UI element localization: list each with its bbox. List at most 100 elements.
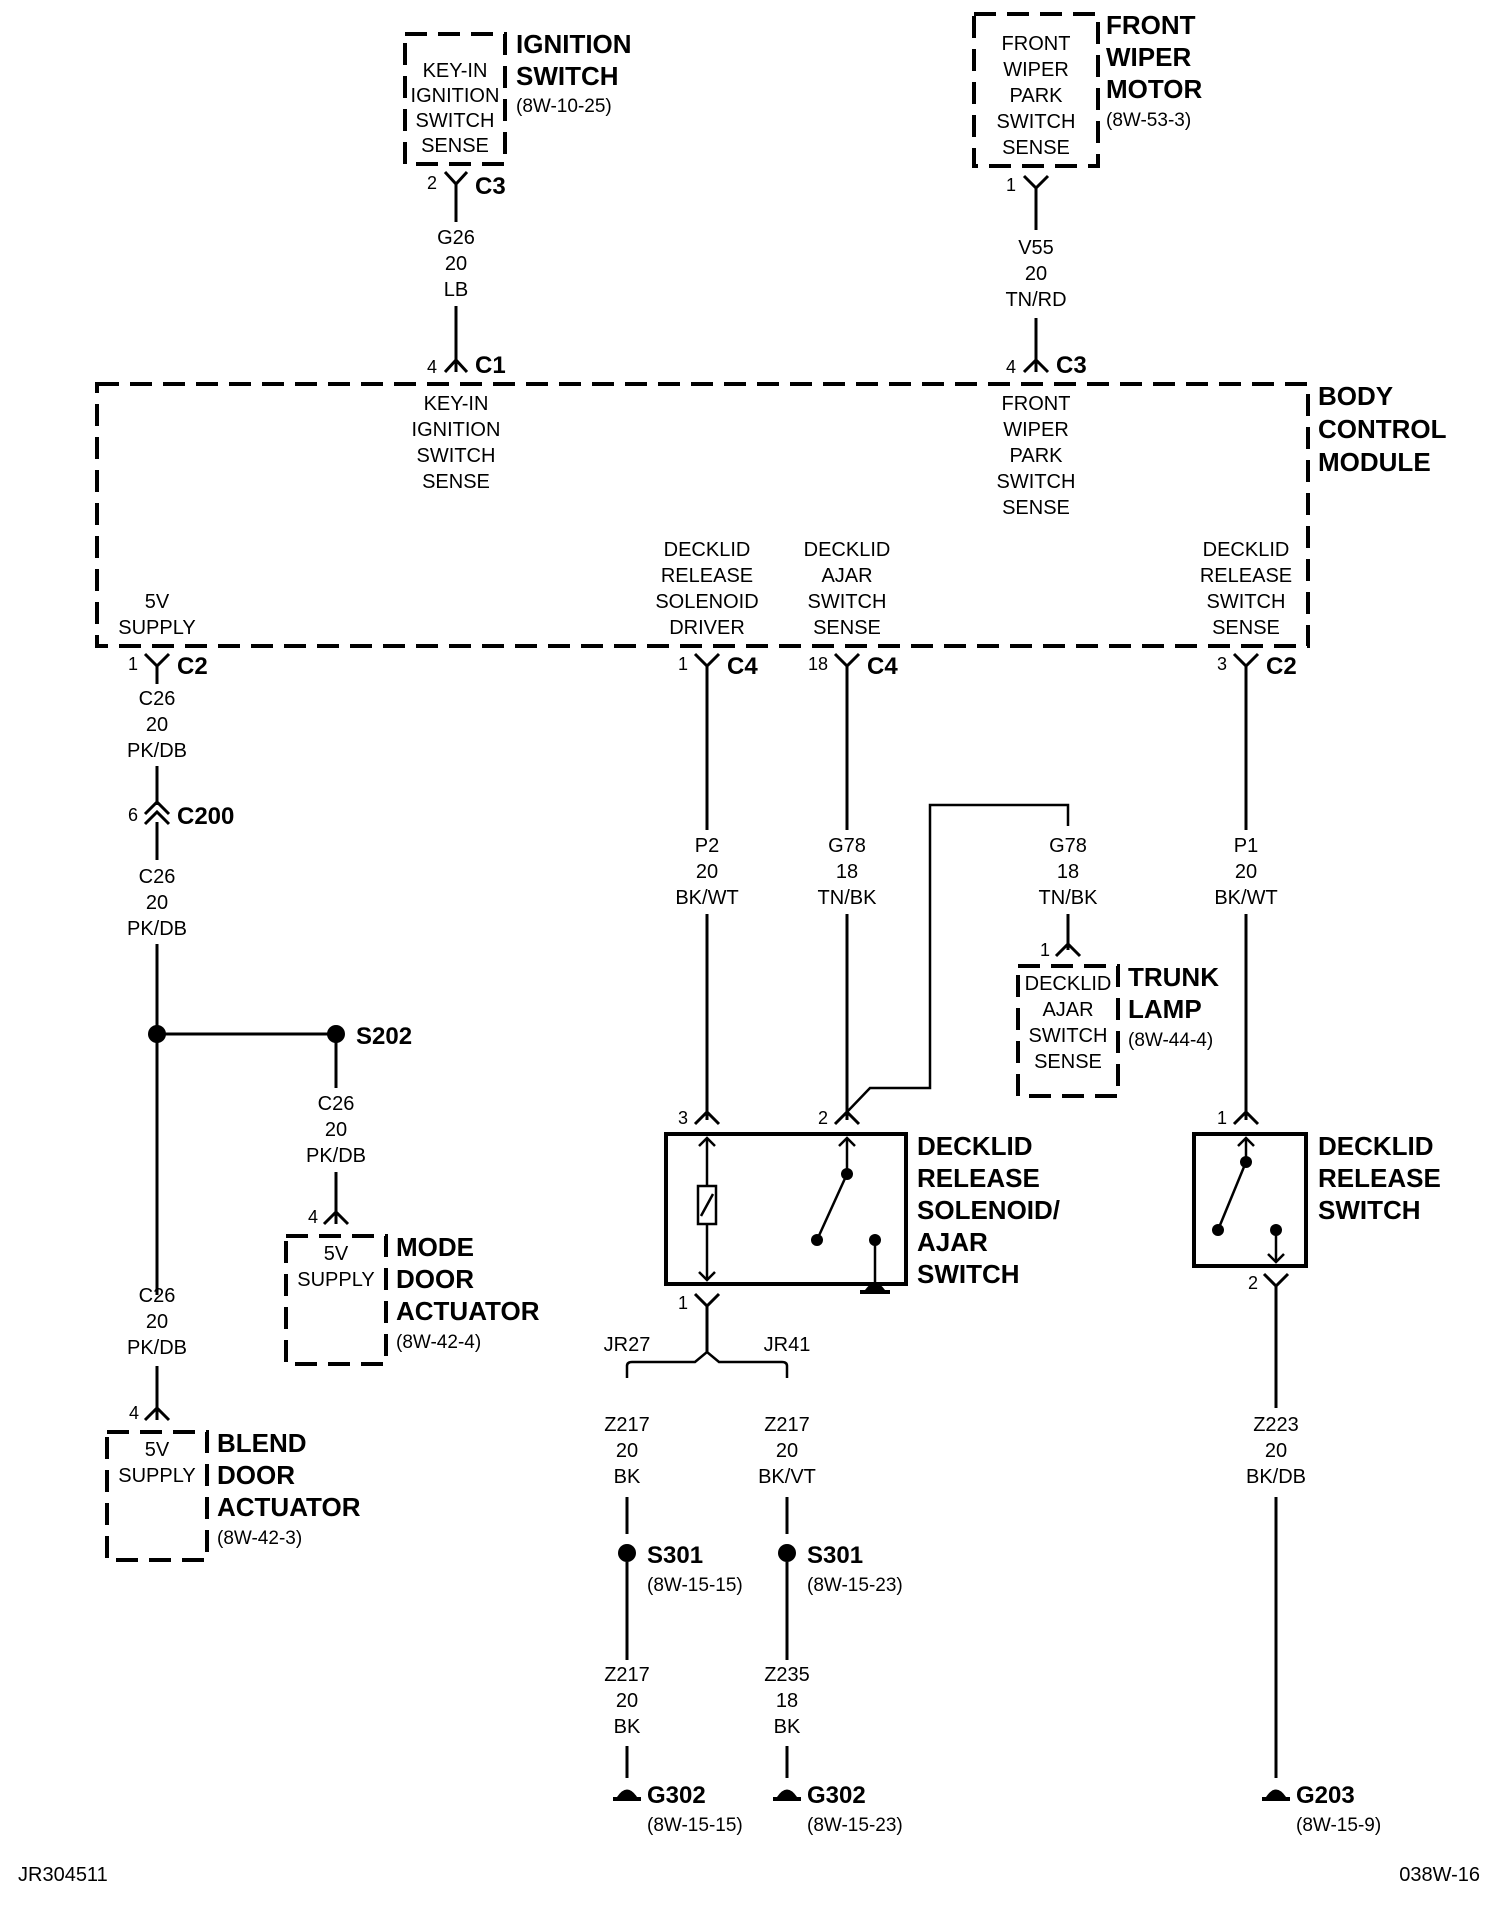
bcm-circuit-ajar-sense: DECKLID AJAR SWITCH SENSE (804, 539, 891, 639)
body-control-module: BODY CONTROL MODULE KEY-IN IGNITION SWIT… (95, 381, 1447, 648)
svg-text:DECKLID: DECKLID (1318, 1131, 1434, 1161)
svg-text:18: 18 (808, 654, 828, 674)
svg-text:(8W-15-9): (8W-15-9) (1296, 1815, 1381, 1836)
bcm-circuit-wiper: FRONT WIPER PARK SWITCH SENSE (997, 393, 1076, 519)
svg-text:20: 20 (445, 253, 467, 275)
branch-split: JR27 JR41 (604, 1334, 811, 1378)
connector-name: C3 (475, 173, 506, 200)
svg-text:3: 3 (678, 1108, 688, 1128)
svg-text:Z223: Z223 (1253, 1414, 1299, 1436)
svg-text:SENSE: SENSE (1002, 137, 1070, 159)
connector-trunk-pin1: 1 (1040, 940, 1082, 960)
svg-text:20: 20 (616, 1440, 638, 1462)
svg-text:1: 1 (678, 1293, 688, 1313)
switch-blade-icon (1216, 1161, 1248, 1231)
svg-text:RELEASE: RELEASE (1318, 1163, 1441, 1193)
ignition-switch-inside-2: IGNITION (411, 85, 500, 107)
svg-text:WIPER: WIPER (1003, 419, 1069, 441)
svg-text:AJAR: AJAR (917, 1227, 988, 1257)
bcm-circuit-release-sense: DECKLID RELEASE SWITCH SENSE (1200, 539, 1292, 639)
bcm-circuit-supply: 5V SUPPLY (118, 591, 195, 639)
svg-text:C2: C2 (177, 653, 208, 680)
svg-text:TN/BK: TN/BK (1039, 887, 1099, 909)
svg-text:SWITCH: SWITCH (1207, 591, 1286, 613)
wire-label-p1: P1 20 BK/WT (1214, 835, 1277, 909)
svg-text:PARK: PARK (1010, 85, 1064, 107)
front-wiper-motor-name-3: MOTOR (1106, 74, 1203, 104)
svg-text:LB: LB (444, 279, 468, 301)
svg-text:Z217: Z217 (604, 1414, 650, 1436)
svg-text:MODE: MODE (396, 1232, 474, 1262)
wire-label-c26-b: C26 20 PK/DB (127, 866, 187, 940)
svg-text:SENSE: SENSE (813, 617, 881, 639)
svg-text:1: 1 (1217, 1108, 1227, 1128)
svg-text:G203: G203 (1296, 1782, 1355, 1809)
ignition-switch-ref: (8W-10-25) (516, 96, 612, 117)
svg-text:FRONT: FRONT (1002, 393, 1071, 415)
svg-text:IGNITION: IGNITION (412, 419, 501, 441)
svg-text:SENSE: SENSE (422, 471, 490, 493)
connector-pin: 4 (427, 357, 437, 377)
svg-text:PK/DB: PK/DB (306, 1145, 366, 1167)
ignition-switch-inside-1: KEY-IN (423, 60, 488, 82)
wire-label-c26-a: C26 20 PK/DB (127, 688, 187, 762)
svg-text:2: 2 (818, 1108, 828, 1128)
wire-label-z217-c: Z217 20 BK (604, 1664, 650, 1738)
svg-text:20: 20 (325, 1119, 347, 1141)
svg-text:C4: C4 (867, 653, 898, 680)
svg-text:DECKLID: DECKLID (1025, 973, 1112, 995)
svg-text:20: 20 (616, 1690, 638, 1712)
svg-text:1: 1 (1006, 175, 1016, 195)
connector-bcm-c3: 4 C3 (1006, 352, 1087, 379)
branch-jr27: JR27 (604, 1334, 651, 1356)
svg-text:SWITCH: SWITCH (1318, 1195, 1421, 1225)
wire-label-z217-a: Z217 20 BK (604, 1414, 650, 1488)
svg-text:LAMP: LAMP (1128, 994, 1202, 1024)
connector-bcm-c4-pin1: 1 C4 (678, 652, 758, 680)
svg-text:DOOR: DOOR (217, 1460, 295, 1490)
connector-sol-pin1: 1 (678, 1292, 721, 1313)
svg-text:4: 4 (308, 1207, 318, 1227)
svg-text:BK: BK (614, 1716, 641, 1738)
svg-text:DECKLID: DECKLID (804, 539, 891, 561)
ground-icon (865, 1283, 885, 1290)
svg-text:S301: S301 (807, 1542, 863, 1569)
svg-text:P2: P2 (695, 835, 719, 857)
svg-text:G78: G78 (828, 835, 866, 857)
svg-text:TN/BK: TN/BK (818, 887, 878, 909)
svg-text:BK: BK (614, 1466, 641, 1488)
ignition-switch-inside-3: SWITCH (416, 110, 495, 132)
svg-text:Z217: Z217 (764, 1414, 810, 1436)
bcm-name-2: CONTROL (1318, 414, 1447, 444)
connector-name: C1 (475, 352, 506, 379)
svg-text:DECKLID: DECKLID (1203, 539, 1290, 561)
svg-text:ACTUATOR: ACTUATOR (396, 1296, 540, 1326)
svg-text:SENSE: SENSE (1212, 617, 1280, 639)
wire-g78-jumper (846, 803, 1070, 1113)
svg-text:C26: C26 (318, 1093, 355, 1115)
svg-text:1: 1 (128, 654, 138, 674)
svg-text:4: 4 (129, 1403, 139, 1423)
svg-text:G302: G302 (647, 1782, 706, 1809)
ignition-switch-name-1: IGNITION (516, 29, 632, 59)
ignition-switch-inside-4: SENSE (421, 135, 489, 157)
svg-text:PK/DB: PK/DB (127, 918, 187, 940)
svg-text:(8W-42-4): (8W-42-4) (396, 1332, 481, 1353)
splice-s301-b: S301 (8W-15-23) (778, 1542, 903, 1596)
svg-text:KEY-IN: KEY-IN (424, 393, 489, 415)
ground-g302-a: G302 (8W-15-15) (613, 1782, 743, 1836)
svg-text:BLEND: BLEND (217, 1428, 307, 1458)
svg-text:V55: V55 (1018, 237, 1054, 259)
connector-bcm-c1: 4 C1 (427, 352, 506, 379)
svg-text:SUPPLY: SUPPLY (118, 1465, 195, 1487)
svg-text:TN/RD: TN/RD (1005, 289, 1066, 311)
svg-text:RELEASE: RELEASE (1200, 565, 1292, 587)
connector-bcm-c2-pin1: 1 C2 (128, 652, 208, 680)
svg-text:C200: C200 (177, 803, 234, 830)
connector-sol-pin2: 2 (818, 1108, 861, 1128)
svg-text:5V: 5V (145, 591, 170, 613)
bcm-name-1: BODY (1318, 381, 1393, 411)
branch-jr41: JR41 (764, 1334, 811, 1356)
svg-text:20: 20 (146, 892, 168, 914)
svg-text:BK/DB: BK/DB (1246, 1466, 1306, 1488)
